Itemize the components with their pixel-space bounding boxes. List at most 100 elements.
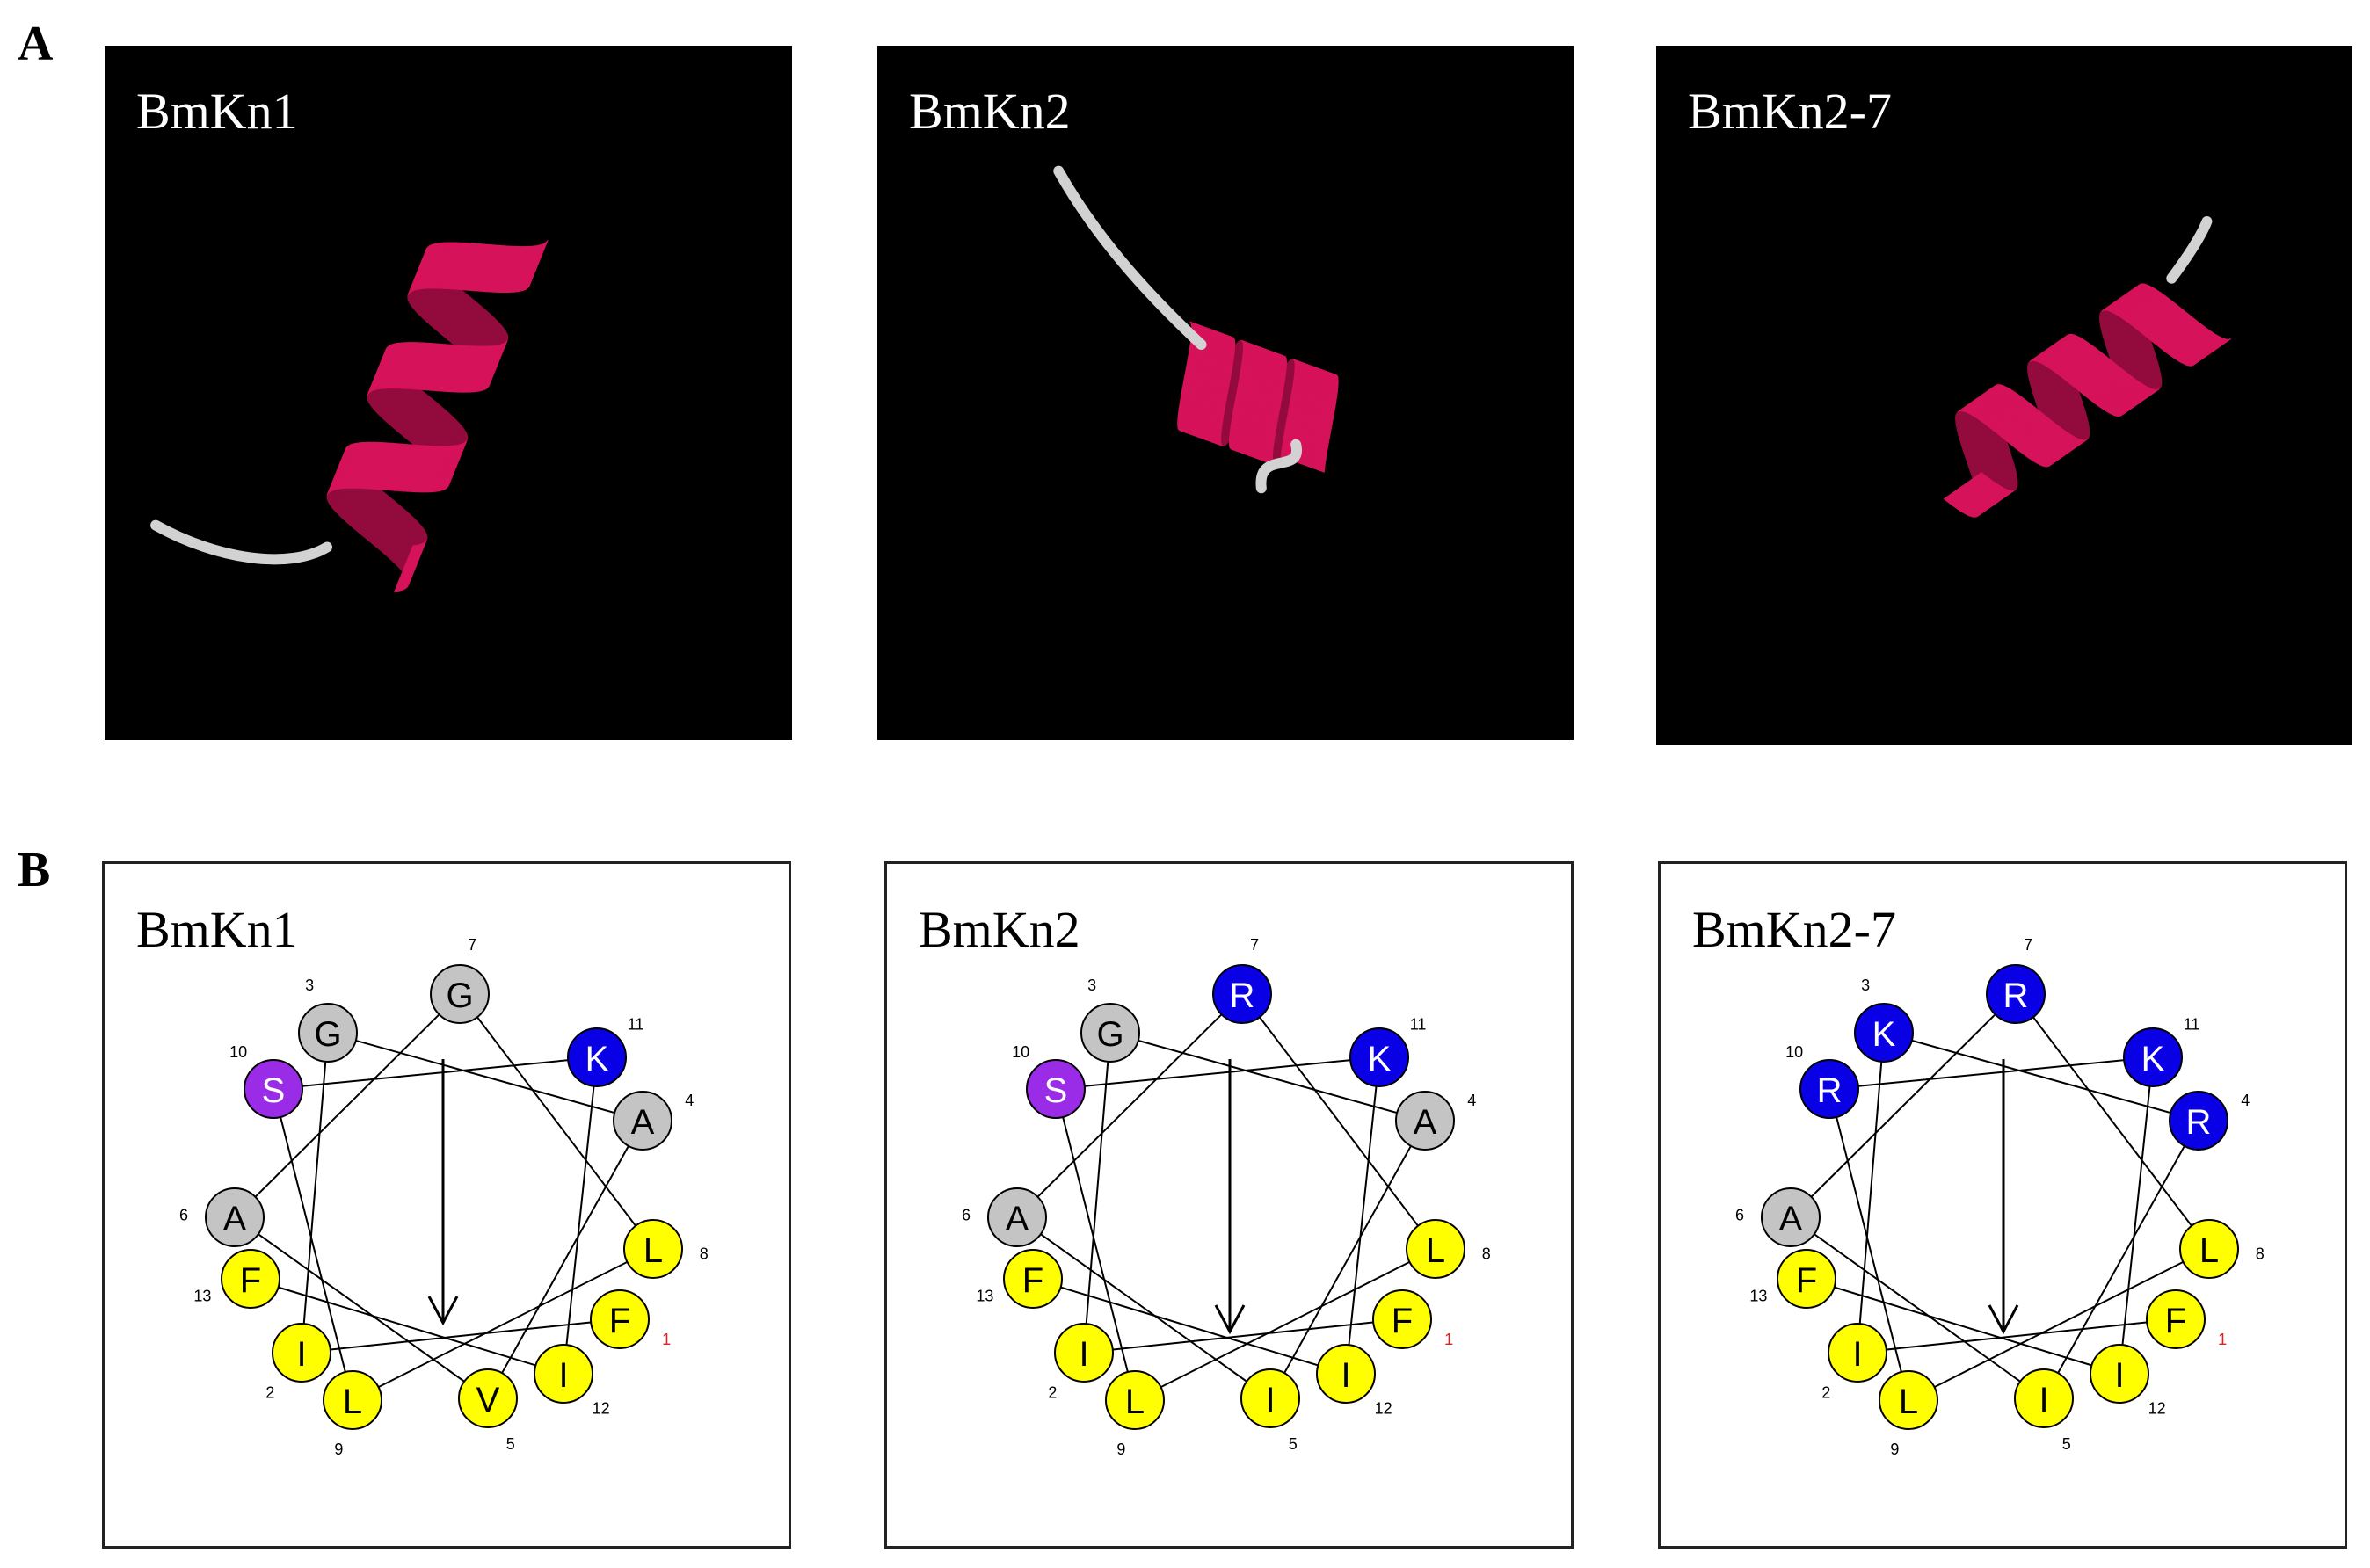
residue-letter: I bbox=[1265, 1381, 1275, 1419]
residue-letter: G bbox=[1096, 1015, 1123, 1054]
wheel-connector bbox=[1828, 1088, 1909, 1401]
residue-letter: I bbox=[558, 1356, 568, 1395]
residue-node: K 11 bbox=[567, 1015, 644, 1087]
wheel-connector bbox=[1083, 1318, 1403, 1354]
panel-label-a: A bbox=[18, 17, 54, 71]
wheel-connector bbox=[1857, 1032, 1885, 1354]
residue-index: 11 bbox=[628, 1015, 644, 1033]
residue-letter: A bbox=[631, 1103, 655, 1142]
residue-index: 7 bbox=[2024, 936, 2032, 954]
residue-letter: I bbox=[1852, 1335, 1862, 1374]
residue-index: 2 bbox=[265, 1384, 274, 1402]
residue-index: 3 bbox=[1087, 976, 1096, 994]
residue-letter: F bbox=[1022, 1261, 1043, 1300]
residue-letter: L bbox=[643, 1231, 663, 1270]
residue-letter: K bbox=[585, 1040, 609, 1078]
residue-index: 2 bbox=[1048, 1384, 1057, 1402]
residue-index: 4 bbox=[685, 1092, 694, 1109]
residue-node: R7 bbox=[1212, 936, 1272, 1024]
wheel-connector bbox=[1055, 1056, 1380, 1090]
residue-letter: S bbox=[262, 1071, 286, 1110]
residue-index: 5 bbox=[506, 1435, 515, 1453]
residue-letter: K bbox=[1872, 1015, 1896, 1054]
wheel-connector bbox=[2015, 993, 2210, 1250]
residue-node: A6 bbox=[962, 1187, 1047, 1247]
helix-ribbon-bmkn1 bbox=[150, 239, 549, 592]
residue-letter: I bbox=[1341, 1356, 1350, 1395]
residue-letter: I bbox=[2114, 1356, 2124, 1395]
residue-node: I5 bbox=[1240, 1368, 1300, 1453]
residue-index: 6 bbox=[962, 1207, 971, 1224]
residue-index: 1 bbox=[1444, 1331, 1453, 1348]
hydrophobic-moment-arrow bbox=[427, 1059, 459, 1326]
residue-letter: F bbox=[1392, 1302, 1413, 1340]
residue-node: I2 bbox=[1821, 1323, 1887, 1402]
wheel-connector bbox=[1269, 1120, 1426, 1399]
residue-letter: K bbox=[1368, 1040, 1392, 1078]
residue-letter: F bbox=[2165, 1302, 2186, 1340]
wheel-connector bbox=[1016, 1216, 1271, 1399]
residue-node: A6 bbox=[179, 1187, 265, 1247]
residue-node: I12 bbox=[1316, 1344, 1392, 1417]
residue-letter: R bbox=[2186, 1103, 2212, 1142]
residue-letter: L bbox=[1426, 1231, 1445, 1270]
wheel-connector bbox=[250, 1278, 564, 1375]
residue-node: F13 bbox=[193, 1249, 280, 1309]
wheel-connector bbox=[1016, 993, 1243, 1218]
wheel-connector bbox=[459, 993, 654, 1250]
residue-node: R4 bbox=[2169, 1091, 2250, 1151]
wheel-connector bbox=[563, 1056, 598, 1375]
wheel-connector bbox=[1790, 1216, 2045, 1399]
wheel-connector bbox=[1908, 1248, 2210, 1401]
residue-letter: R bbox=[1817, 1071, 1843, 1110]
residue-letter: V bbox=[476, 1381, 500, 1419]
residue-node: A4 bbox=[1395, 1091, 1476, 1151]
wheel-connector bbox=[1083, 1032, 1111, 1354]
wheel-connector bbox=[273, 1056, 598, 1090]
wheel-connector bbox=[1883, 1032, 2199, 1122]
residue-node: G7 bbox=[430, 936, 490, 1024]
wheel-connector bbox=[1055, 1088, 1136, 1401]
residue-node: K3 bbox=[1854, 976, 1914, 1063]
wheel-connector bbox=[1241, 993, 1436, 1250]
residue-letter: I bbox=[296, 1335, 306, 1374]
residue-index: 5 bbox=[1289, 1435, 1298, 1453]
wheel-connector bbox=[1828, 1056, 2154, 1090]
residue-index: 13 bbox=[193, 1288, 211, 1305]
wheel-connector bbox=[301, 1318, 621, 1354]
residue-letter: L bbox=[343, 1383, 362, 1421]
residue-index: 10 bbox=[1012, 1043, 1029, 1061]
residue-index: 2 bbox=[1821, 1384, 1830, 1402]
wheel-connector bbox=[1109, 1032, 1426, 1122]
wheel-connector bbox=[1857, 1318, 2177, 1354]
residue-node: A4 bbox=[613, 1091, 694, 1151]
residue-node: I2 bbox=[265, 1323, 331, 1402]
residue-index: 8 bbox=[700, 1245, 709, 1263]
residue-index: 11 bbox=[2184, 1015, 2200, 1033]
residue-node: I2 bbox=[1048, 1323, 1114, 1402]
residue-index: 10 bbox=[229, 1043, 247, 1061]
wheel-connector bbox=[1345, 1056, 1380, 1375]
structure-panel-bmkn2: BmKn2 bbox=[877, 46, 1574, 740]
wheel-connector bbox=[1032, 1278, 1347, 1375]
residue-node: F13 bbox=[1749, 1249, 1836, 1309]
wheel-connector bbox=[301, 1032, 329, 1354]
residue-index: 13 bbox=[1749, 1288, 1767, 1305]
panel-label-b: B bbox=[18, 843, 51, 897]
wheel-title: BmKn1 bbox=[136, 901, 298, 958]
hydrophobic-moment-arrow bbox=[1988, 1059, 2019, 1335]
residue-letter: I bbox=[2039, 1381, 2048, 1419]
wheel-connector bbox=[2043, 1120, 2199, 1399]
wheel-connector bbox=[1806, 1278, 2120, 1375]
residue-index: 9 bbox=[1890, 1441, 1899, 1458]
residue-node: L9 bbox=[1105, 1370, 1165, 1458]
residue-index: 5 bbox=[2062, 1435, 2071, 1453]
residue-index: 11 bbox=[1410, 1015, 1427, 1033]
residue-node: F13 bbox=[976, 1249, 1063, 1309]
